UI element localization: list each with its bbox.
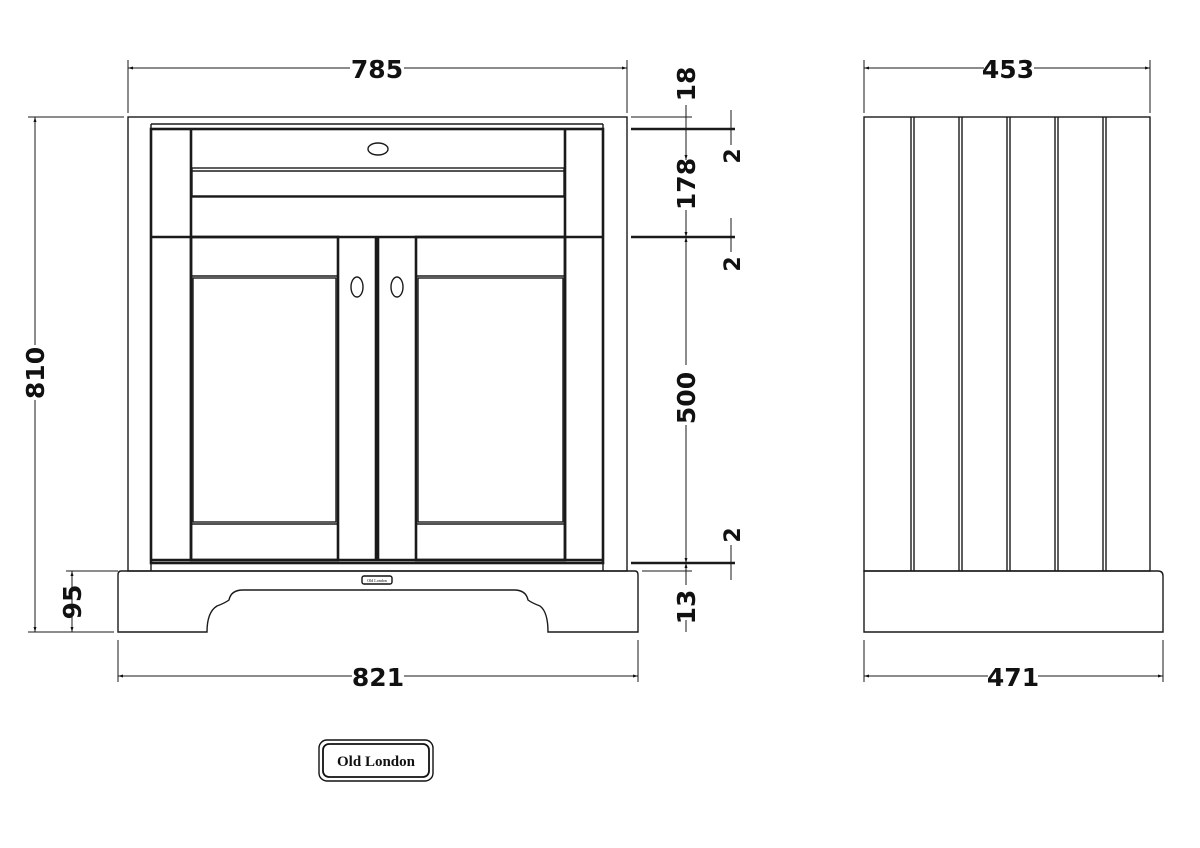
- dim-width-top: 785: [351, 55, 403, 84]
- plinth-badge-text: Old London: [367, 578, 386, 583]
- dim-door: 500: [672, 372, 701, 424]
- dim-width-plinth: 821: [352, 663, 404, 692]
- plinth: Old London: [117, 570, 639, 633]
- dim-gap-1: 2: [721, 148, 746, 163]
- drawer-front: [191, 142, 565, 198]
- front-view: Old London: [117, 116, 639, 633]
- right-door: [376, 235, 567, 562]
- side-plinth: [863, 570, 1164, 633]
- old-london-logo: Old London: [318, 739, 434, 782]
- dim-bottom: 13: [672, 590, 701, 625]
- logo-text: Old London: [337, 754, 416, 770]
- left-door: [189, 235, 378, 562]
- dim-plinth-height: 95: [58, 585, 87, 620]
- front-dimensions: 785 821 810 95 18 178 500 13 2 2: [21, 55, 746, 692]
- dim-drawer: 178: [672, 158, 701, 210]
- dim-top-rail: 18: [672, 67, 701, 102]
- plinth-badge: [361, 575, 393, 585]
- dim-depth-top: 453: [982, 55, 1034, 84]
- dim-depth-plinth: 471: [987, 663, 1039, 692]
- dim-gap-3: 2: [721, 527, 746, 542]
- drawer-handle: [367, 142, 389, 156]
- door-knob-right: [390, 276, 404, 298]
- dim-height-total: 810: [21, 347, 50, 399]
- door-knob-left: [350, 276, 364, 298]
- side-view: 453 471: [863, 55, 1164, 692]
- dim-gap-2: 2: [721, 256, 746, 271]
